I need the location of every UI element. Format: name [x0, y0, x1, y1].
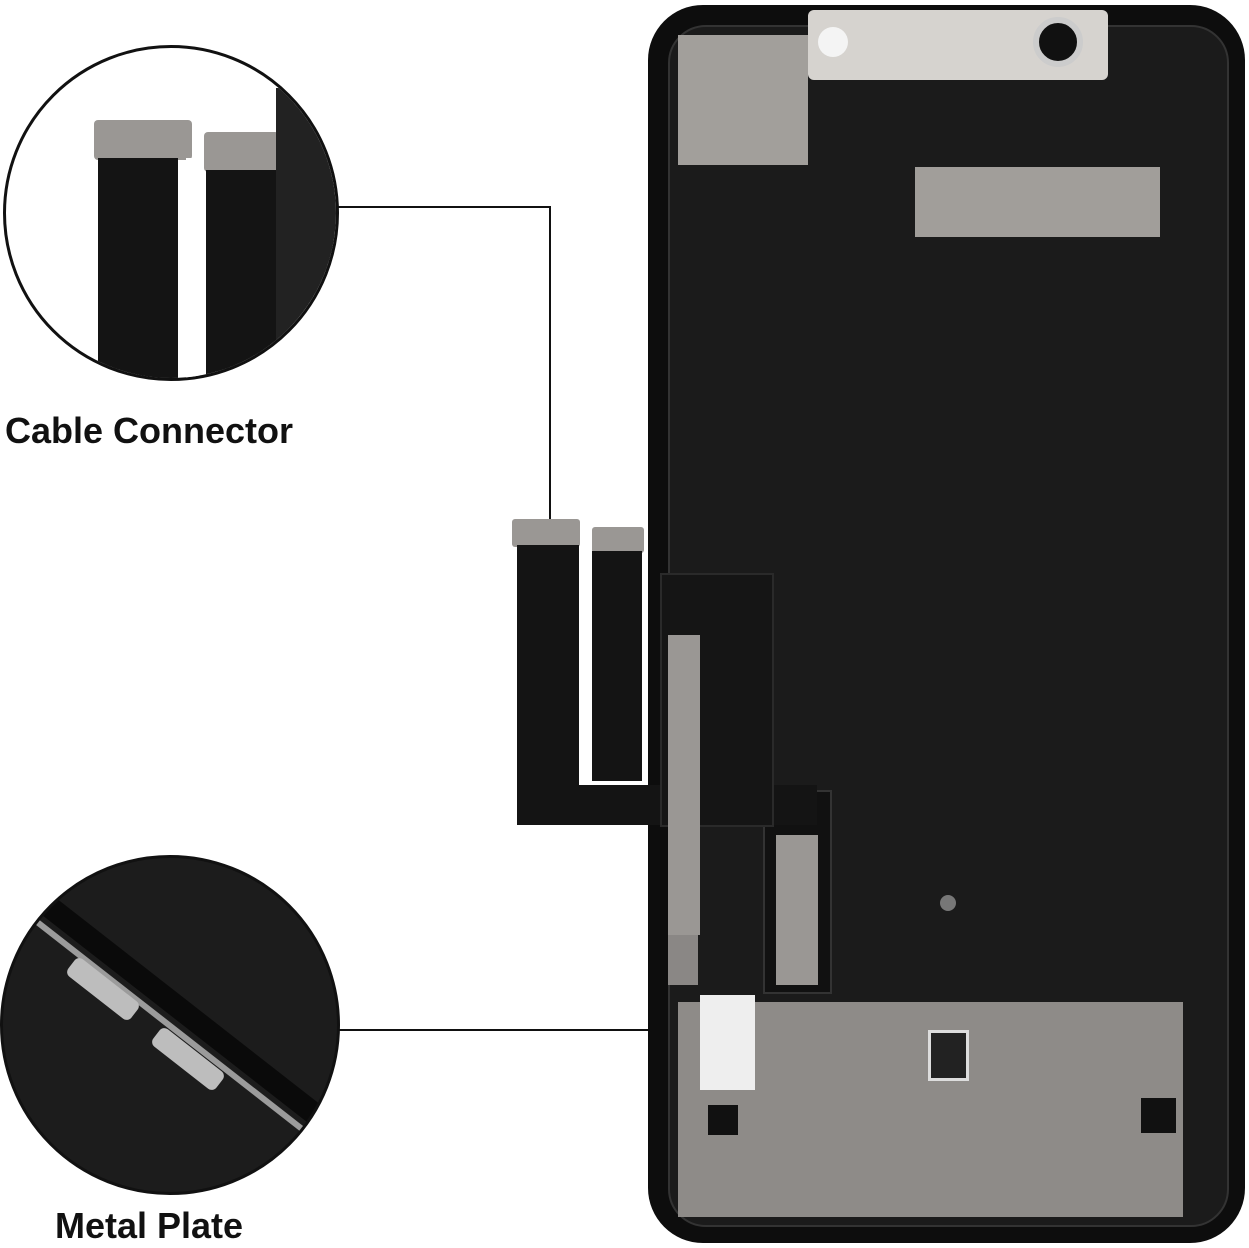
metal-plate-closeup-icon	[0, 855, 340, 1195]
top-bracket	[678, 35, 808, 165]
flex-connector-2	[592, 527, 644, 553]
flex-cable-1	[517, 545, 579, 815]
flex-connector-1	[512, 519, 580, 547]
cable-connector-leader-line	[335, 206, 551, 540]
flex-cable-2	[592, 551, 642, 781]
metal-plate-label: Metal Plate	[55, 1205, 244, 1246]
cable-connector-closeup-icon	[3, 45, 339, 381]
cable-connector-label: Cable Connector	[5, 410, 294, 451]
